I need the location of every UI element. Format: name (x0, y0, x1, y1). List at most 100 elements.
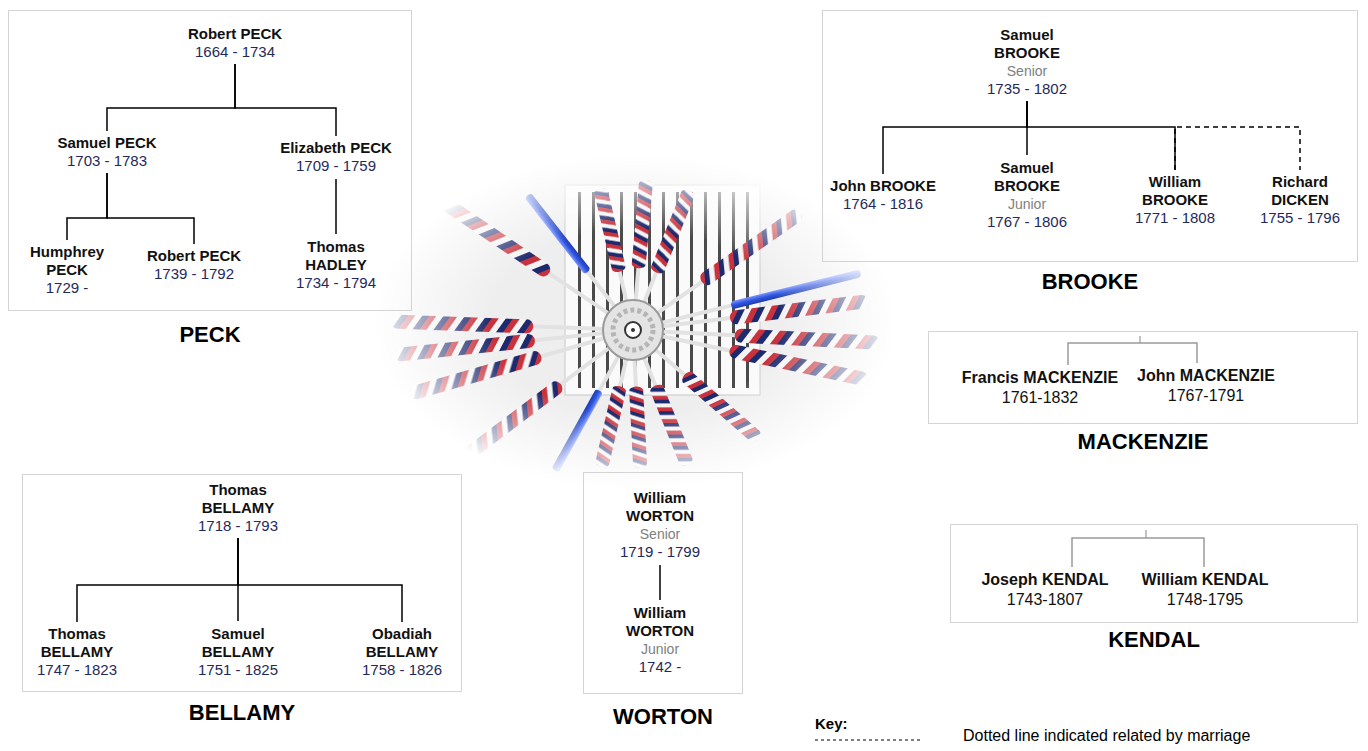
family-heading-wrap: PECK (8, 322, 412, 348)
person-entry: William KENDAL1748-1795 (1142, 570, 1269, 610)
life-dates: 1755 - 1796 (1250, 209, 1350, 227)
person-name: John MACKENZIE (1137, 366, 1275, 386)
life-dates: 1709 - 1759 (280, 157, 392, 175)
descent-line (107, 64, 235, 131)
legend-item: Dotted line indicated related by marriag… (815, 726, 1250, 746)
life-dates: 1761-1832 (962, 388, 1118, 408)
person-entry: Humphrey PECK1729 - (17, 243, 117, 297)
person-name: Francis MACKENZIE (962, 368, 1118, 388)
person-entry: Obadiah BELLAMY1758 - 1826 (352, 625, 452, 679)
marriage-line (1175, 127, 1300, 170)
life-dates: 1742 - (605, 658, 715, 676)
life-dates: 1747 - 1823 (27, 661, 127, 679)
person-name: Humphrey PECK (17, 243, 117, 279)
person-entry: Samuel BROOKEJunior1767 - 1806 (972, 159, 1082, 231)
person-entry: William WORTONSenior1719 - 1799 (605, 489, 715, 561)
family-heading-wrap: MACKENZIE (928, 429, 1358, 455)
descent-line (77, 538, 238, 622)
person-entry: Samuel PECK1703 - 1783 (57, 134, 156, 170)
legend-line-sample (815, 739, 920, 740)
life-dates: 1703 - 1783 (57, 152, 156, 170)
life-dates: 1758 - 1826 (352, 661, 452, 679)
person-entry: Thomas HADLEY1734 - 1794 (286, 238, 386, 292)
family-name: MACKENZIE (928, 429, 1358, 455)
bracket-stub (1139, 336, 1140, 343)
key-label: Key: (815, 715, 848, 733)
life-dates: 1767 - 1806 (972, 213, 1082, 231)
descent-line (1072, 538, 1204, 567)
life-dates: 1771 - 1808 (1125, 209, 1225, 227)
family-panel: KENDAL Joseph KENDAL1743-1807 William KEND… (950, 524, 1358, 679)
person-name: Robert PECK (188, 25, 282, 43)
family-heading-wrap: WORTON (583, 704, 743, 730)
life-dates: 1735 - 1802 (972, 80, 1082, 98)
person-entry: Samuel BROOKESenior1735 - 1802 (972, 26, 1082, 98)
person-name: Samuel PECK (57, 134, 156, 152)
descent-line (67, 173, 107, 240)
person-entry: William BROOKE1771 - 1808 (1125, 173, 1225, 227)
person-name: Elizabeth PECK (280, 139, 392, 157)
person-name: Joseph KENDAL (981, 570, 1108, 590)
family-heading-wrap: BELLAMY (22, 700, 462, 726)
descent-line (1068, 343, 1197, 365)
family-panel: PECKRobert PECK1664 - 1734Samuel PECK170… (8, 10, 412, 367)
life-dates: 1739 - 1792 (147, 265, 241, 283)
family-name: BROOKE (822, 269, 1358, 295)
person-name: Samuel BROOKE (972, 159, 1082, 195)
person-entry: Francis MACKENZIE1761-1832 (962, 368, 1118, 408)
descent-line (335, 179, 337, 234)
legend-text: Dotted line indicated related by marriag… (963, 726, 1250, 745)
person-name: Thomas BELLAMY (183, 481, 293, 517)
life-dates: 1718 - 1793 (183, 517, 293, 535)
person-entry: Thomas BELLAMY1718 - 1793 (183, 481, 293, 535)
person-entry: Robert PECK1739 - 1792 (147, 247, 241, 283)
person-name: Thomas BELLAMY (27, 625, 127, 661)
descent-line (659, 565, 661, 600)
person-entry: Samuel BELLAMY1751 - 1825 (188, 625, 288, 679)
descent-line (235, 64, 336, 136)
family-heading-wrap: KENDAL (950, 627, 1358, 653)
family-name: PECK (8, 322, 412, 348)
life-dates: 1734 - 1794 (286, 274, 386, 292)
descent-line (238, 538, 402, 622)
family-panel: WORTONWilliam WORTONSenior1719 - 1799Wil… (583, 472, 743, 750)
person-entry: John BROOKE1764 - 1816 (830, 177, 936, 213)
family-panel: BROOKESamuel BROOKESenior1735 - 1802John… (822, 10, 1358, 318)
person-entry: William WORTONJunior1742 - (605, 604, 715, 676)
person-entry: Richard DICKEN1755 - 1796 (1250, 173, 1350, 227)
generation-label: Junior (972, 195, 1082, 213)
person-name: Samuel BELLAMY (188, 625, 288, 661)
life-dates: 1664 - 1734 (188, 43, 282, 61)
person-entry: Elizabeth PECK1709 - 1759 (280, 139, 392, 175)
generation-label: Senior (972, 62, 1082, 80)
person-name: Robert PECK (147, 247, 241, 265)
life-dates: 1729 - (17, 279, 117, 297)
person-name: Obadiah BELLAMY (352, 625, 452, 661)
life-dates: 1748-1795 (1142, 590, 1269, 610)
life-dates: 1719 - 1799 (605, 543, 715, 561)
connector-group (67, 64, 1300, 622)
family-name: BELLAMY (22, 700, 462, 726)
family-panel: MACKENZIE Francis MACKENZIE1761-1832 John … (928, 331, 1358, 480)
person-name: William KENDAL (1142, 570, 1269, 590)
life-dates: 1767-1791 (1137, 386, 1275, 406)
person-name: Richard DICKEN (1250, 173, 1350, 209)
family-name: WORTON (583, 704, 743, 730)
descent-line (107, 173, 194, 244)
legend-sample (815, 736, 920, 744)
person-name: Thomas HADLEY (286, 238, 386, 274)
photo-group (370, 150, 900, 490)
person-name: John BROOKE (830, 177, 936, 195)
person-entry: Joseph KENDAL1743-1807 (981, 570, 1108, 610)
person-entry: John MACKENZIE1767-1791 (1137, 366, 1275, 406)
bracket-stub (1145, 530, 1146, 538)
life-dates: 1751 - 1825 (188, 661, 288, 679)
person-entry: Thomas BELLAMY1747 - 1823 (27, 625, 127, 679)
family-panel: BELLAMYThomas BELLAMY1718 - 1793Thomas B… (22, 474, 462, 748)
family-name: KENDAL (950, 627, 1358, 653)
generation-label: Junior (605, 640, 715, 658)
person-name: Samuel BROOKE (972, 26, 1082, 62)
person-name: William WORTON (605, 489, 715, 525)
